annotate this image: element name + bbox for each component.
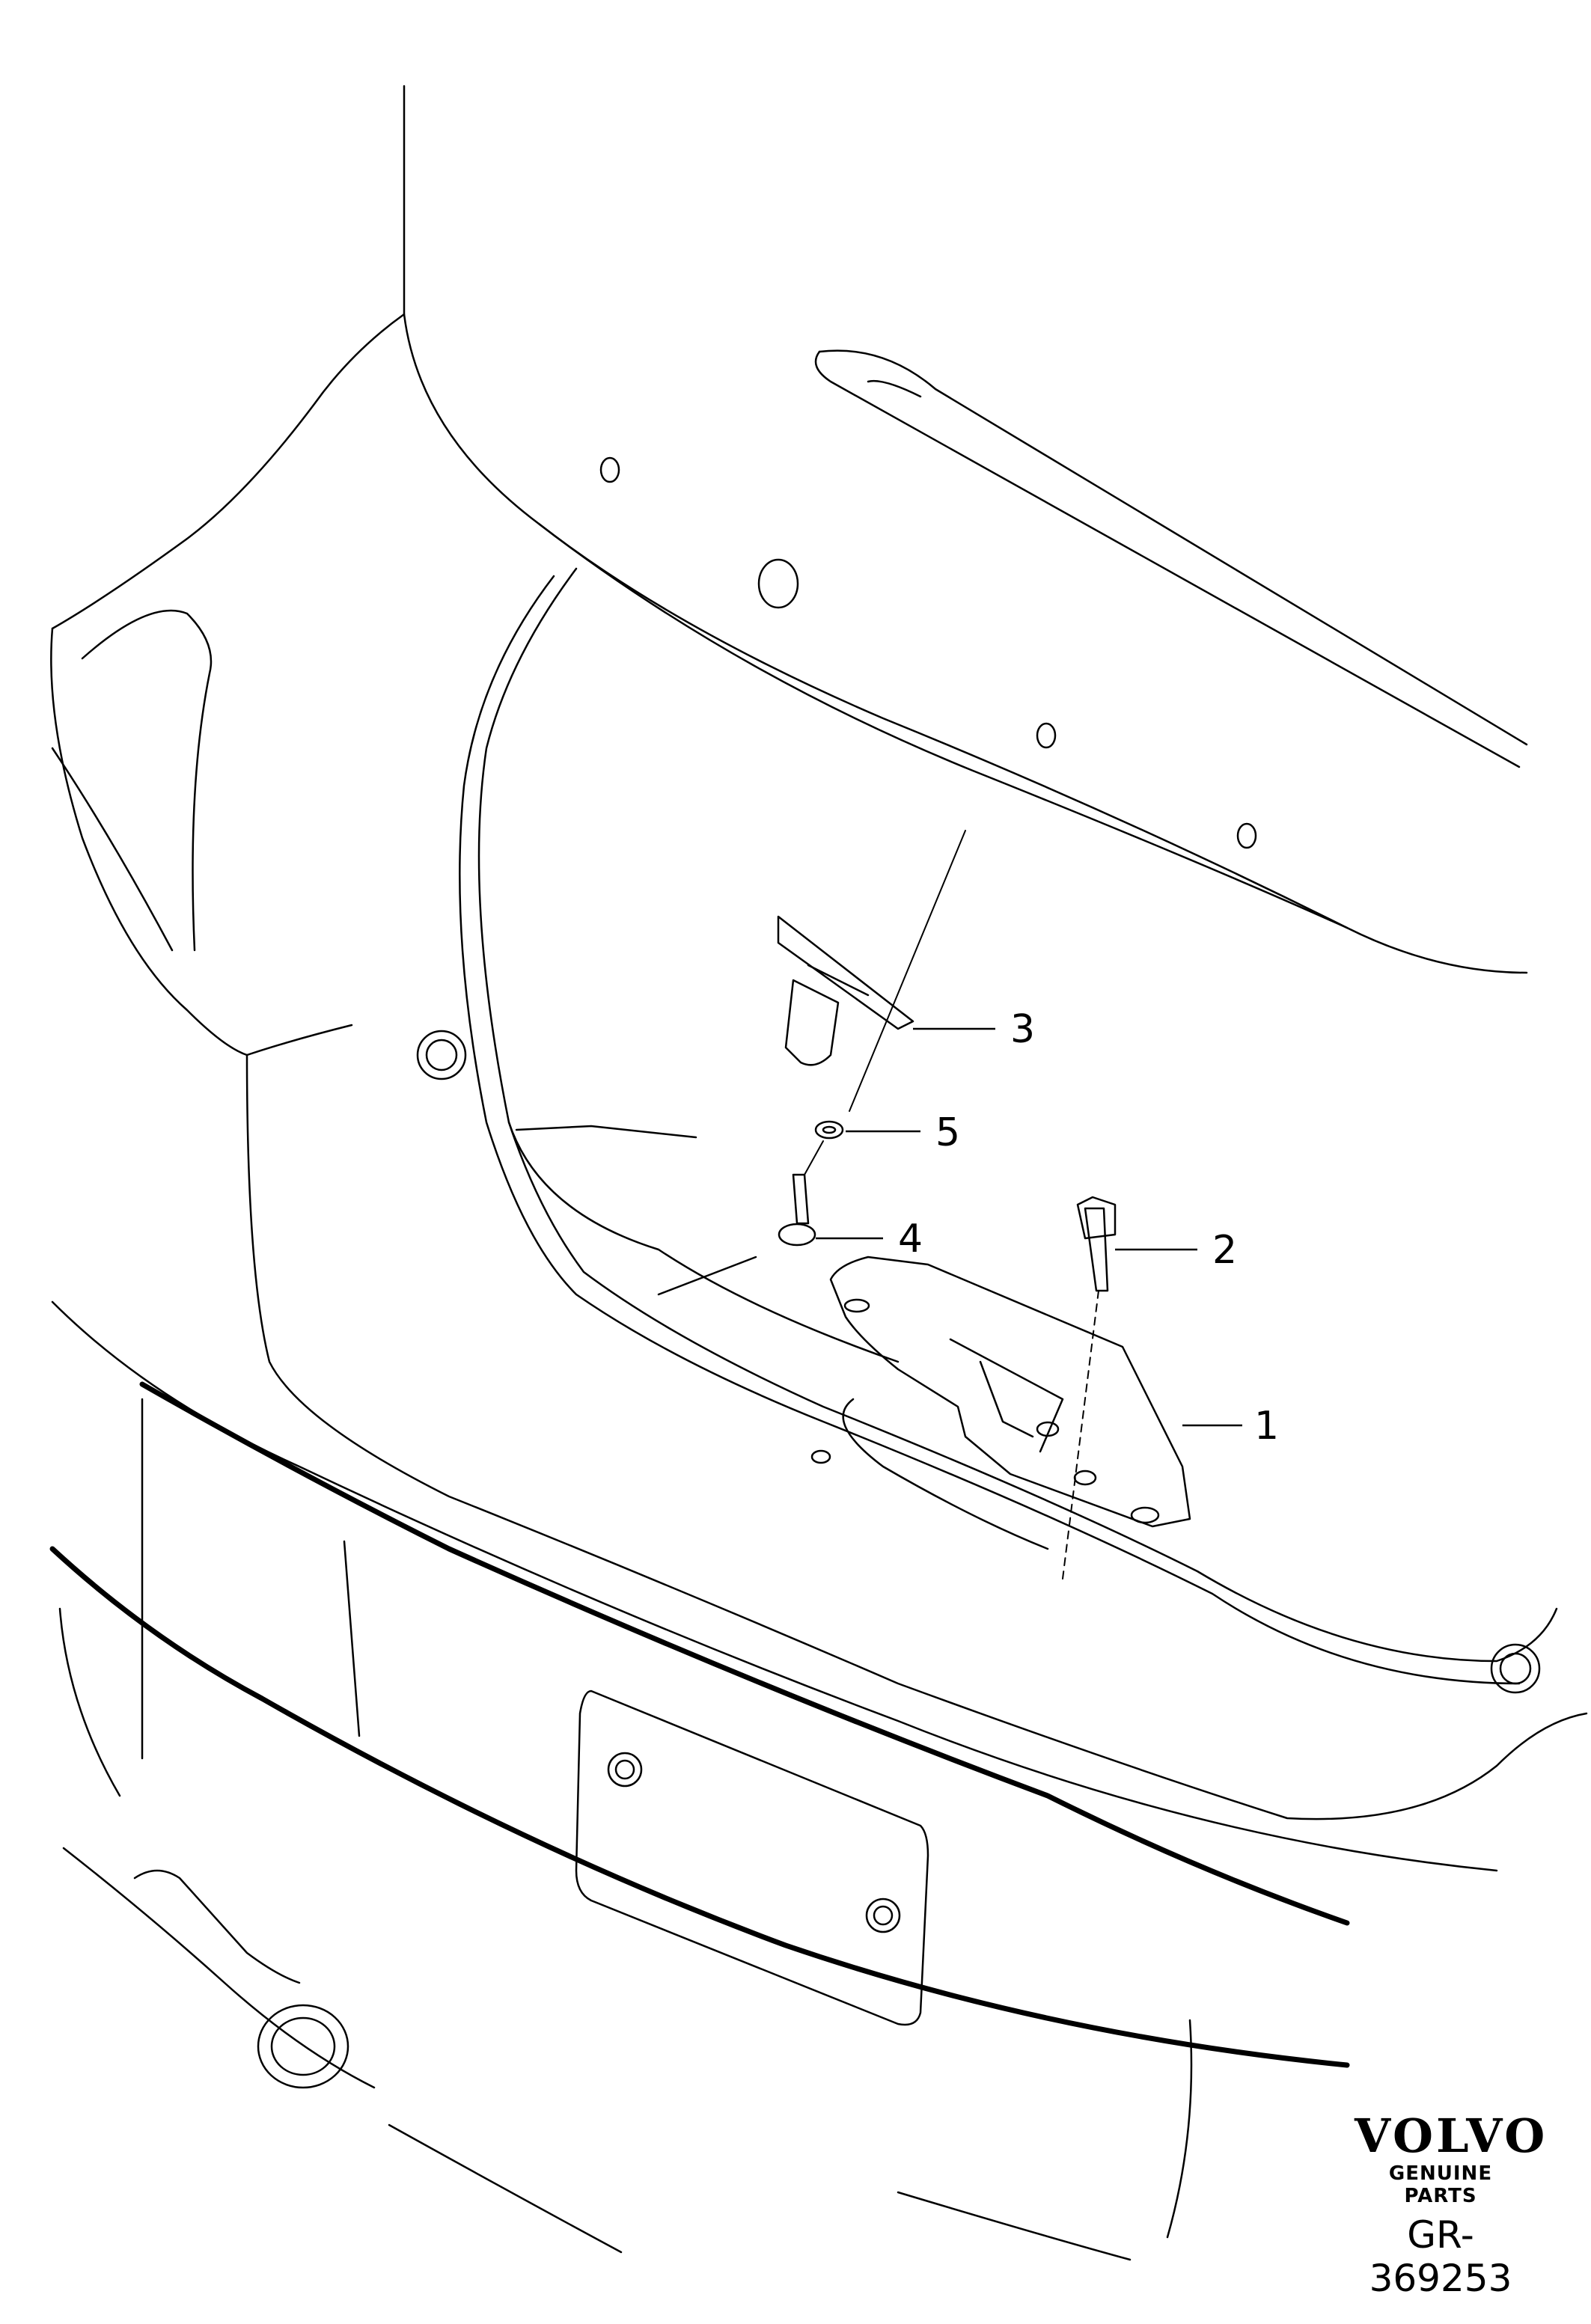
- part-5-washer: [814, 1120, 844, 1140]
- callout-3: 3: [1010, 1007, 1036, 1052]
- part-1-latch: [829, 1256, 1191, 1528]
- part-2-bolt: [1084, 1207, 1109, 1292]
- light-bar: [818, 349, 1528, 746]
- trunk-opening: [477, 567, 1558, 1663]
- diagram-reference: GR-369253: [1369, 2213, 1512, 2300]
- brand-subtitle: GENUINE PARTS: [1388, 2162, 1493, 2207]
- callout-4: 4: [898, 1217, 923, 1262]
- rear-panel: [245, 1054, 1588, 1820]
- callout-2: 2: [1212, 1228, 1238, 1273]
- rear-window-lower: [537, 522, 1349, 929]
- part-4-bolt: [792, 1173, 810, 1225]
- part-3-grommet: [777, 915, 914, 1030]
- callout-5: 5: [935, 1110, 961, 1155]
- callout-1: 1: [1254, 1404, 1280, 1449]
- license-plate: [575, 1690, 929, 2026]
- bumper-lower: [49, 1546, 1350, 2068]
- tailgate-upper-edge: [51, 313, 406, 630]
- tailgate-outline: [403, 85, 1528, 974]
- tail-light: [50, 627, 353, 1056]
- brand-logo: VOLVO: [1355, 2109, 1548, 2163]
- exhaust-pipe: [62, 1847, 376, 2089]
- bumper-top: [139, 1381, 1350, 1926]
